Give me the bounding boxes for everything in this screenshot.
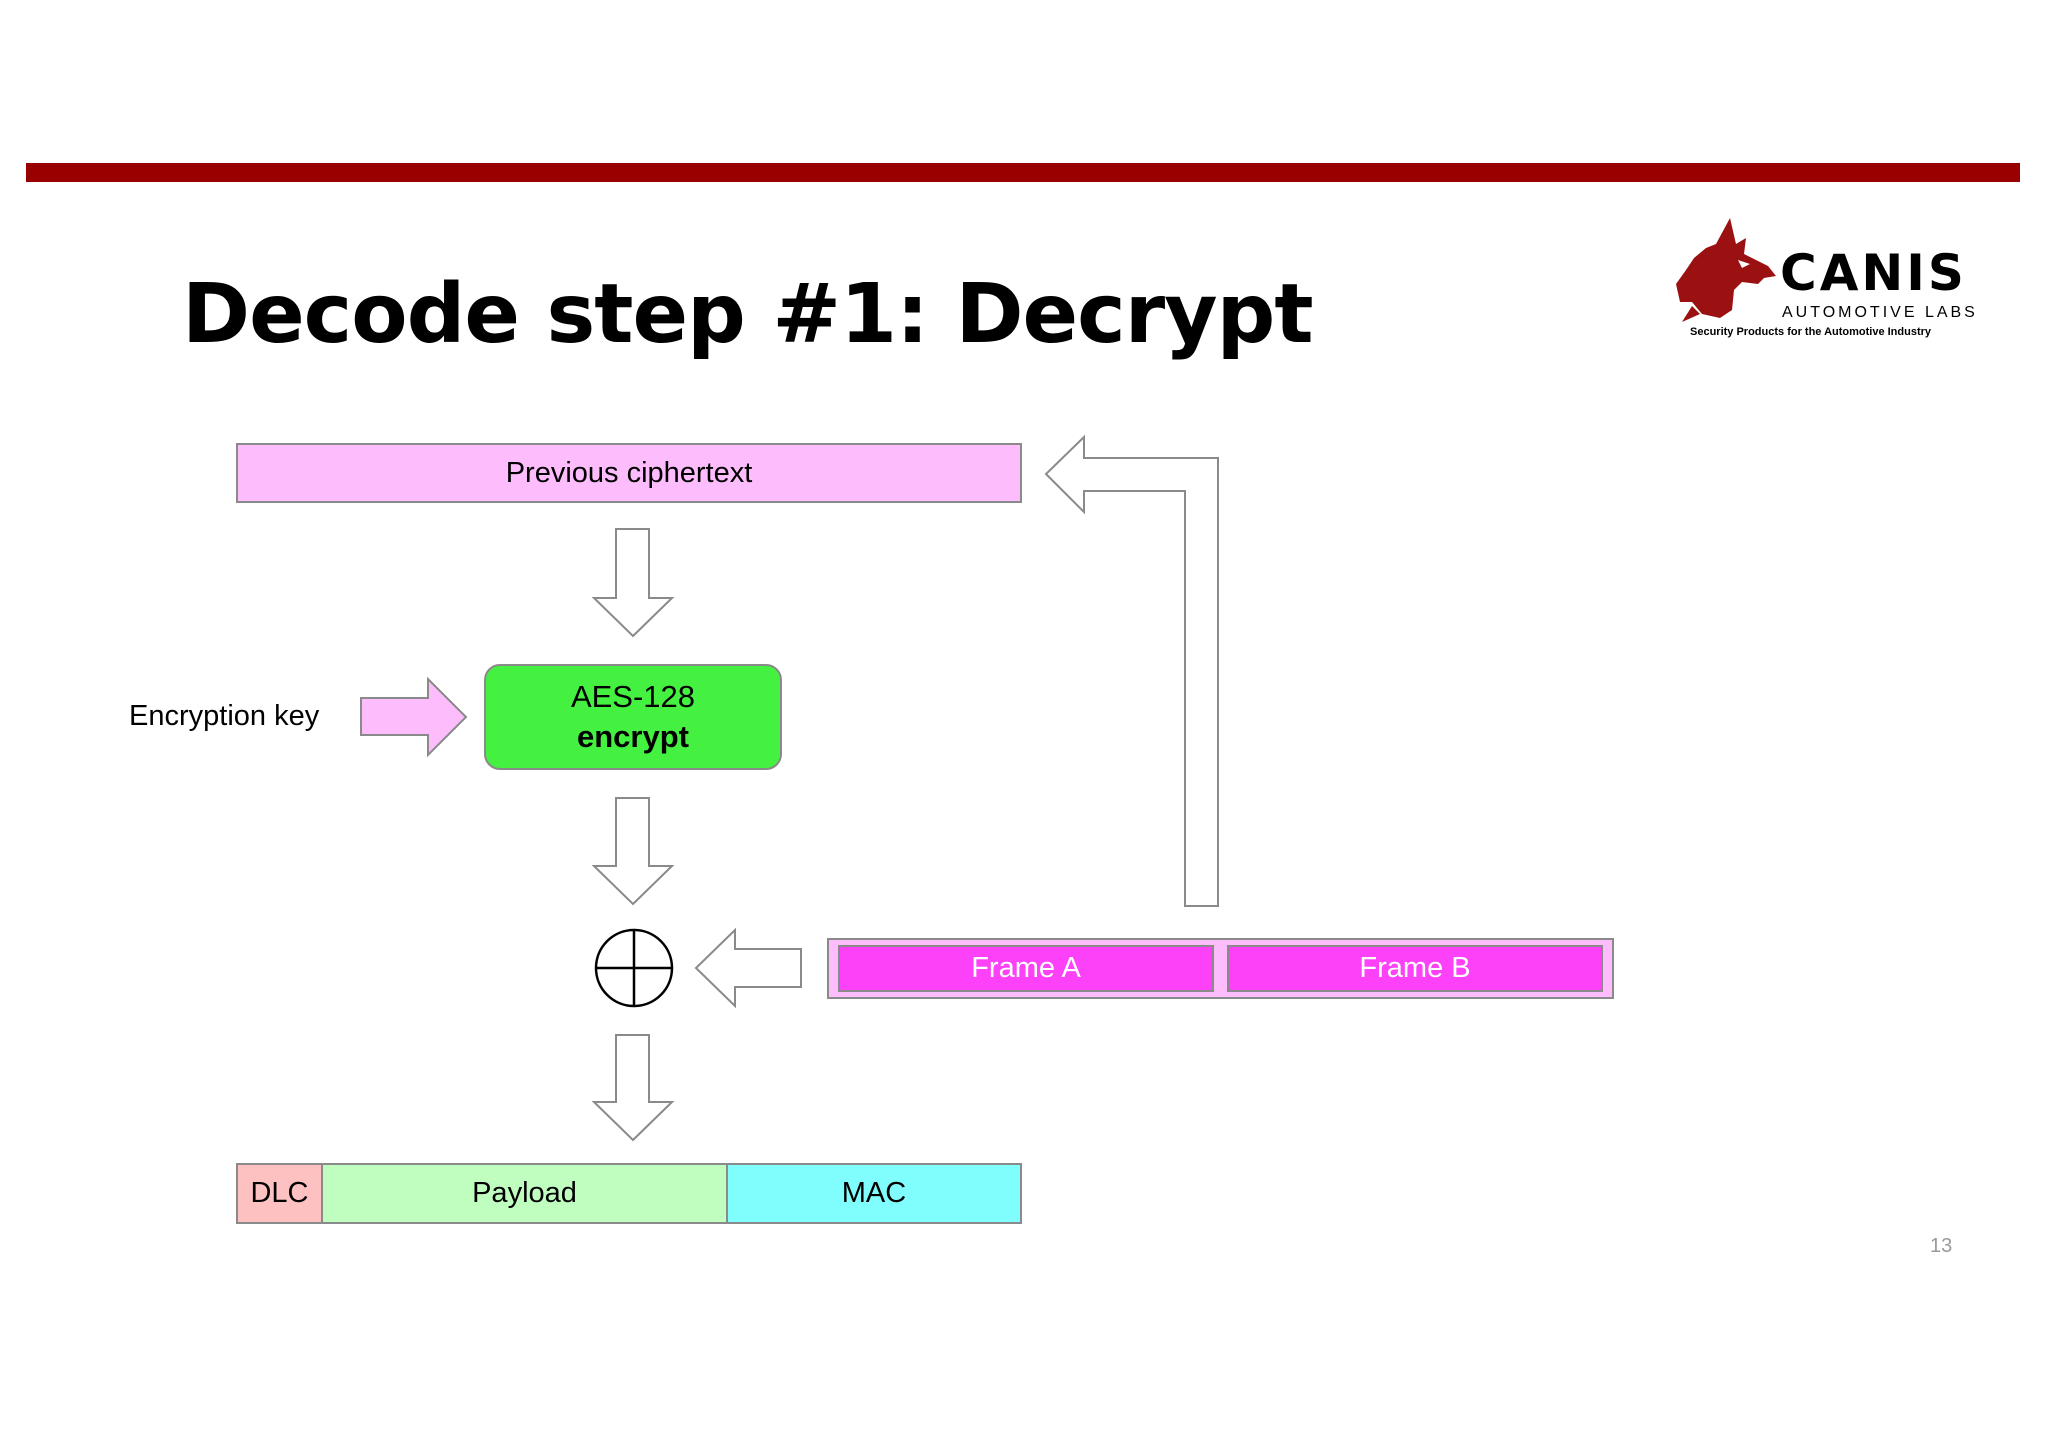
aes-label: AES-128	[570, 678, 696, 714]
previous-ciphertext-box: Previous ciphertext	[236, 443, 1022, 503]
wolf-head-icon	[1676, 218, 1776, 322]
encrypt-label: encrypt	[577, 719, 689, 754]
down-arrow-icon	[591, 1034, 675, 1142]
down-arrow-icon	[591, 797, 675, 906]
frame-a-box: Frame A	[838, 945, 1214, 992]
canis-logo: CANIS AUTOMOTIVE LABS Security Products …	[1672, 214, 1975, 344]
top-accent-bar	[26, 163, 2020, 182]
encryption-key-label: Encryption key	[129, 700, 320, 732]
dlc-field: DLC	[236, 1163, 323, 1224]
frame-b-box: Frame B	[1227, 945, 1603, 992]
down-arrow-icon	[591, 528, 675, 638]
feedback-arrow-icon	[1044, 434, 1219, 907]
right-arrow-icon	[360, 676, 468, 758]
logo-tagline: Security Products for the Automotive Ind…	[1690, 326, 1932, 338]
left-arrow-icon	[694, 927, 802, 1009]
output-row: DLC Payload MAC	[236, 1163, 1022, 1224]
page-number: 13	[1930, 1235, 1953, 1257]
logo-wordmark: CANIS	[1780, 244, 1967, 302]
mac-field: MAC	[728, 1163, 1022, 1224]
logo-subtitle: AUTOMOTIVE LABS	[1782, 304, 1978, 321]
xor-icon	[594, 928, 674, 1008]
slide-title: Decode step #1: Decrypt	[182, 267, 1314, 362]
payload-field: Payload	[323, 1163, 728, 1224]
aes-encrypt-box: AES-128 encrypt	[484, 664, 782, 770]
